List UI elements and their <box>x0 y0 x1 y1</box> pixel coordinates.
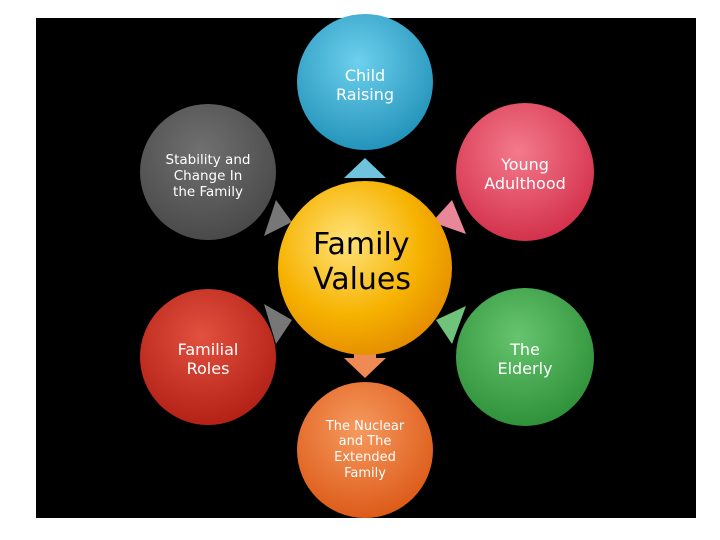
node-familial-roles-circle <box>140 289 276 425</box>
node-child-raising-label: Child Raising <box>335 65 395 104</box>
arrow-stem-nuclear-family <box>354 352 376 361</box>
node-stability-label: Stability and Change In the Family <box>165 151 251 201</box>
center-circle <box>278 181 452 355</box>
node-young-adulthood-circle <box>456 103 594 241</box>
arrow-to-nuclear-family <box>344 358 386 378</box>
center-label: Family Values <box>313 227 412 297</box>
arrow-to-the-elderly <box>436 306 466 344</box>
node-young-adulthood-label: Young Adulthood <box>484 154 566 193</box>
node-nuclear-family-circle <box>297 382 433 518</box>
arrow-stem-child-raising <box>354 168 376 177</box>
node-stability-circle <box>140 104 276 240</box>
node-child-raising-circle <box>297 14 433 150</box>
node-familial-roles-label: Familial Roles <box>177 339 239 378</box>
node-nuclear-family-label: The Nuclear and The Extended Family <box>325 418 405 481</box>
arrow-to-stability <box>264 200 292 236</box>
node-the-elderly-label: The Elderly <box>497 339 553 378</box>
arrow-to-young-adulthood <box>432 200 466 234</box>
arrow-to-familial-roles <box>264 304 292 344</box>
node-the-elderly-circle <box>456 288 594 426</box>
